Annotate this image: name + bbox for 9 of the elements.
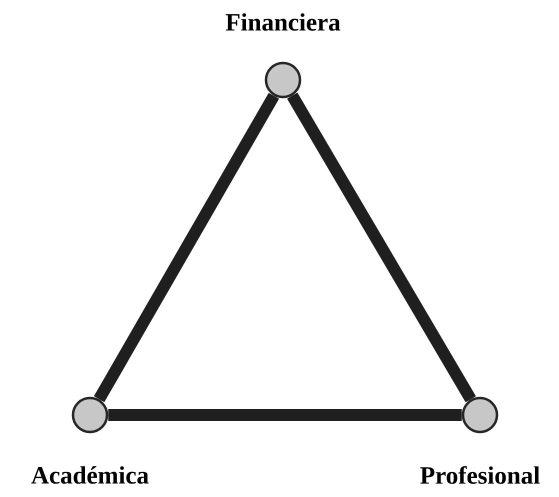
circle-node — [264, 62, 302, 98]
circle-node — [72, 396, 108, 434]
connector-line — [108, 409, 462, 421]
node-label: Académica — [31, 466, 149, 484]
connector-line — [287, 92, 476, 402]
connector-line — [94, 92, 280, 402]
node-label: Financiera — [226, 13, 340, 31]
circle-node — [462, 396, 498, 434]
node-label: Profesional — [420, 466, 540, 484]
